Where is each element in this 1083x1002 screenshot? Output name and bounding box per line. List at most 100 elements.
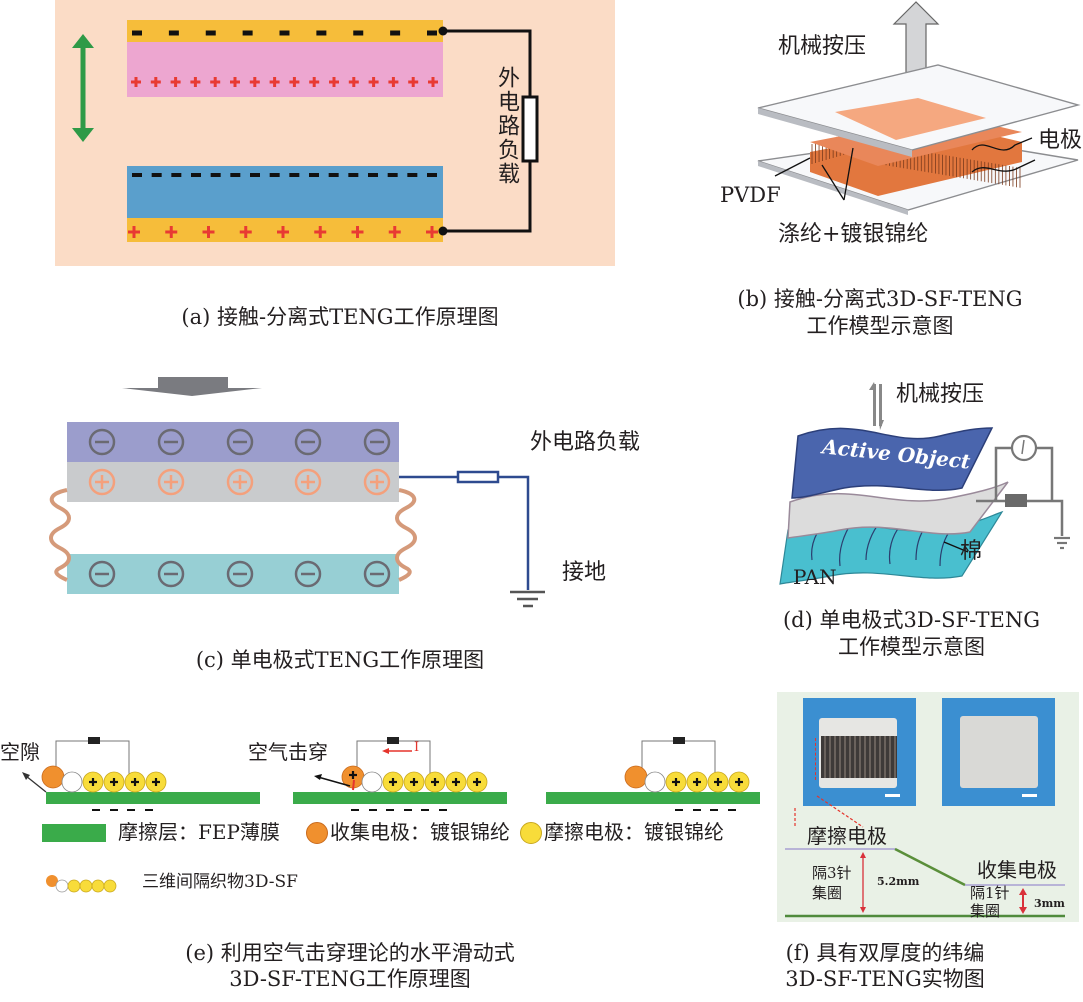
fabric-chain-icon — [46, 875, 117, 893]
spacer-circle — [361, 771, 383, 793]
friction-electrode-circle — [82, 771, 104, 793]
friction-electrode-region — [821, 736, 897, 778]
top-dielectric — [127, 42, 443, 97]
air-breakdown-label: 空气击穿 — [248, 740, 328, 764]
positive-charge-icon — [351, 226, 364, 238]
left-spring-icon — [49, 488, 71, 582]
panel-b-pvdf-label: PVDF — [720, 183, 781, 207]
left-dimension-arrow — [860, 852, 866, 913]
panel-e-caption-line1: (e) 利用空气击穿理论的水平滑动式 — [185, 941, 515, 965]
panel-d-cotton-label: 棉 — [960, 539, 983, 564]
thickness-diagram — [785, 795, 1065, 918]
fep-film — [46, 792, 260, 804]
positive-charge-icon — [294, 468, 322, 496]
positive-charge-icon — [131, 77, 141, 87]
positive-charge-icon — [428, 77, 438, 87]
positive-charge-icon — [150, 77, 161, 87]
panel-b-fiber-label: 涤纶+镀银锦纶 — [778, 222, 929, 247]
meter-icon — [1010, 434, 1038, 462]
positive-charge-icon — [368, 77, 379, 87]
right-spacing-label-2: 集圈 — [970, 902, 1001, 920]
spacer-circle — [644, 771, 666, 793]
positive-charge-icon — [714, 778, 722, 786]
positive-charge-icon — [735, 778, 743, 786]
positive-charge-icon — [269, 77, 280, 87]
positive-charge-icon — [110, 778, 118, 786]
green-bar-icon — [42, 824, 106, 842]
panel-b-press-label: 机械按压 — [778, 34, 867, 59]
right-spring-icon — [395, 488, 417, 582]
negative-charge-icon — [294, 428, 322, 456]
press-arrows-icon — [869, 382, 884, 430]
top-electrode-layer — [835, 98, 986, 140]
positive-charge-icon — [277, 226, 289, 238]
spacer-circle — [61, 771, 83, 793]
positive-charge-icon — [88, 468, 116, 496]
positive-charge-icon — [329, 77, 339, 87]
external-load-label: 外电路负载 — [494, 66, 519, 186]
panel-d-caption-line1: (d) 单电极式3D-SF-TENG — [782, 608, 1041, 632]
positive-charge-icon — [152, 778, 160, 786]
friction-electrode-circle — [728, 771, 750, 793]
positive-charge-icon — [210, 77, 221, 87]
positive-charge-icon — [289, 77, 300, 87]
fabric-photo-back — [942, 698, 1055, 806]
resistor-icon — [521, 95, 539, 163]
positive-charge-icon — [452, 778, 460, 786]
fep-film — [293, 792, 507, 804]
negative-charge-icon — [157, 560, 185, 588]
left-thickness-label: 5.2mm — [877, 875, 920, 888]
panel-e-diagram — [22, 737, 760, 811]
panel-a-caption: (a) 接触-分离式TENG工作原理图 — [181, 305, 499, 329]
friction-electrode-circle — [103, 771, 125, 793]
collector-electrode-label: 收集电极 — [977, 858, 1057, 882]
left-spacing-label-1: 隔3针 — [812, 864, 852, 882]
positive-charge-icon — [410, 778, 418, 786]
friction-electrode-circle — [124, 771, 146, 793]
current-arrow-icon — [382, 748, 412, 754]
positive-charge-icon — [314, 226, 327, 238]
panel-c-caption: (c) 单电极式TENG工作原理图 — [195, 648, 485, 672]
negative-charge-icon — [363, 560, 391, 588]
scene-initial — [22, 737, 260, 811]
friction-electrode-circle — [445, 771, 467, 793]
ground-icon — [1054, 536, 1070, 550]
fabric-photo-front — [803, 698, 916, 806]
panel-c-ground-label: 接地 — [562, 560, 607, 585]
measurement-circuit — [976, 446, 1064, 536]
positive-charge-icon — [239, 226, 252, 238]
panel-c-diagram — [49, 377, 545, 608]
negative-charge-icon — [157, 428, 185, 456]
panel-c-load-label: 外电路负载 — [530, 430, 641, 455]
positive-charge-icon — [249, 77, 260, 87]
collector-electrode-circle — [624, 765, 648, 789]
yellow-circle-icon — [520, 822, 542, 844]
scene-final — [546, 737, 760, 811]
positive-charge-icon — [389, 778, 397, 786]
panel-d-press-label: 机械按压 — [896, 382, 985, 407]
collector-electrode-circle — [41, 765, 65, 789]
positive-charge-icon — [408, 77, 419, 87]
positive-charge-icon — [693, 778, 701, 786]
panel-b-caption-line2: 工作模型示意图 — [806, 314, 954, 338]
panel-f-caption-line1: (f) 具有双厚度的纬编 — [785, 941, 985, 965]
external-circuit-wire — [443, 29, 532, 233]
positive-charge-icon — [349, 771, 357, 779]
panel-d-caption-line2: 工作模型示意图 — [838, 635, 985, 659]
negative-charge-icon — [226, 428, 254, 456]
resistor-icon — [1005, 494, 1027, 507]
legend-label: 摩擦电极：镀银锦纶 — [544, 820, 724, 844]
positive-charge-icon — [388, 77, 399, 87]
negative-charge-icon — [226, 560, 254, 588]
fep-film — [546, 792, 760, 804]
friction-electrode-circle — [382, 771, 404, 793]
positive-charge-icon — [426, 226, 438, 238]
positive-charge-icon — [226, 468, 254, 496]
double-arrow-icon — [72, 34, 94, 142]
friction-electrode-circle — [707, 771, 729, 793]
positive-charge-icon — [363, 468, 391, 496]
orange-circle-icon — [306, 822, 328, 844]
panel-d-pan-label: PAN — [793, 565, 837, 589]
current-label: I — [414, 740, 420, 755]
friction-electrode-circle — [686, 771, 708, 793]
